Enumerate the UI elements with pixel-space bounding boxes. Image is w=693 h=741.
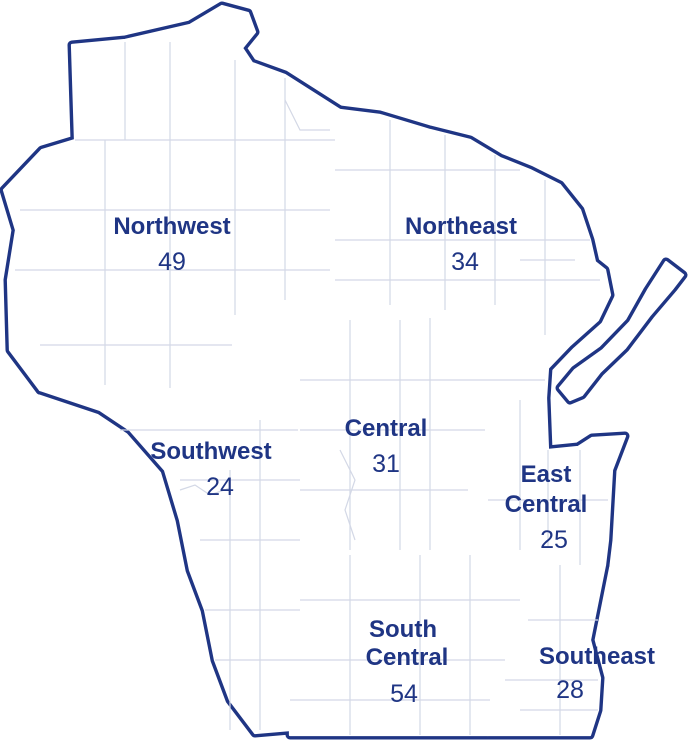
label-southwest-count: 24 <box>206 473 234 501</box>
label-central-name: Central <box>345 415 428 442</box>
label-east-central-count: 25 <box>540 526 568 554</box>
label-central-count: 31 <box>372 450 400 478</box>
county-lines <box>15 42 608 735</box>
region-fills <box>2 4 685 737</box>
label-southeast-name: Southeast <box>539 643 655 670</box>
label-southwest-name: Southwest <box>150 438 271 465</box>
label-southeast-count: 28 <box>556 676 584 704</box>
label-east-central-line2: Central <box>505 491 588 518</box>
label-south-central-count: 54 <box>390 680 418 708</box>
label-northwest-count: 49 <box>158 248 186 276</box>
label-south-central-line1: South <box>369 616 437 643</box>
label-east-central-line1: East <box>521 461 572 488</box>
label-south-central-line2: Central <box>366 644 449 671</box>
label-northwest-name: Northwest <box>113 213 230 240</box>
region-labels: Northwest 49 Northeast 34 Central 31 Sou… <box>113 213 655 708</box>
label-northeast-name: Northeast <box>405 213 517 240</box>
label-northeast-count: 34 <box>451 248 479 276</box>
